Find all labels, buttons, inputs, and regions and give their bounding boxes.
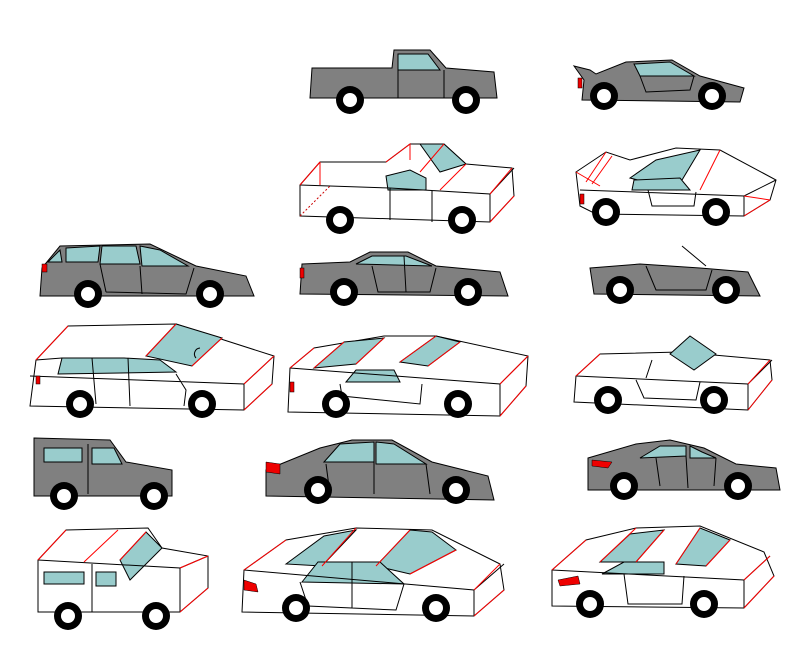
pickup-truck-flat (309, 49, 498, 114)
sedan-3d (287, 335, 529, 418)
jeep-3d (37, 527, 209, 630)
sedan-large-flat (265, 439, 495, 504)
convertible-3d (573, 335, 773, 414)
sports-car-3d (575, 147, 777, 226)
sedan-compact-flat (587, 439, 781, 500)
sports-car-flat (572, 59, 745, 110)
jeep-flat (33, 437, 173, 510)
sedan-compact-3d (551, 525, 775, 618)
pickup-truck-3d (299, 143, 515, 234)
sedan-flat (299, 251, 509, 306)
convertible-flat (589, 245, 761, 304)
sedan-large-3d (241, 527, 505, 622)
station-wagon-3d (29, 323, 275, 418)
station-wagon-flat (39, 243, 255, 308)
